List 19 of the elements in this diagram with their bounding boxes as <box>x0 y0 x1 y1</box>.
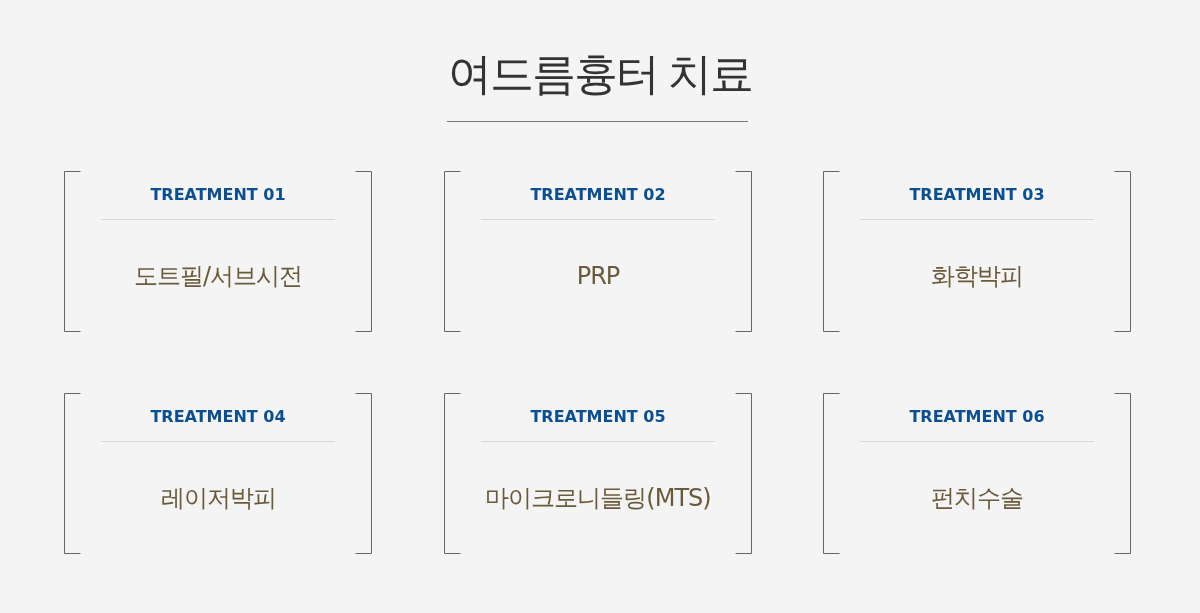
bracket-frame <box>444 171 752 332</box>
treatment-name: 화학박피 <box>931 262 1023 290</box>
card-heading: TREATMENT 06 <box>909 407 1045 426</box>
card-heading: TREATMENT 02 <box>530 185 666 204</box>
bracket-frame <box>823 393 1131 554</box>
card-heading: TREATMENT 01 <box>150 185 286 204</box>
bracket-frame <box>823 171 1131 332</box>
page-title: 여드름흉터 치료 <box>447 49 753 98</box>
treatment-name: PRP <box>576 262 620 290</box>
treatment-name: 마이크로니들링(MTS) <box>485 484 711 512</box>
bracket-frame <box>444 393 752 554</box>
treatment-name: 펀치수술 <box>931 484 1023 512</box>
card-heading: TREATMENT 03 <box>909 185 1045 204</box>
bracket-frame <box>64 393 372 554</box>
treatment-name: 도트필/서브시전 <box>133 262 303 290</box>
card-heading: TREATMENT 05 <box>530 407 666 426</box>
card-heading: TREATMENT 04 <box>150 407 286 426</box>
treatment-name: 레이저박피 <box>160 484 276 512</box>
bracket-frame <box>64 171 372 332</box>
